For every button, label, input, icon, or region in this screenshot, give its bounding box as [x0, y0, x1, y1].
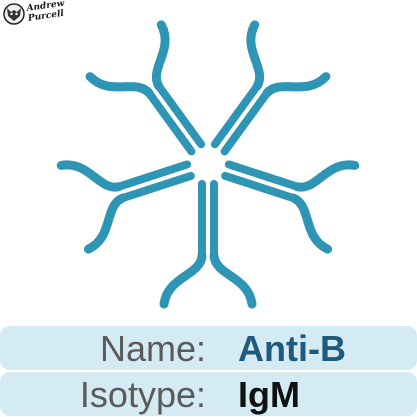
antibody-arm — [152, 20, 170, 91]
heavy-chain-stem — [118, 171, 195, 203]
heavy-chain-stem — [210, 82, 262, 149]
fox-icon — [3, 3, 25, 25]
antibody-monomer — [159, 180, 257, 309]
author-logo: Andrew Purcell — [2, 0, 65, 28]
antibody-arm — [56, 160, 124, 192]
isotype-row: Isotype: IgM — [0, 372, 417, 416]
isotype-value: IgM — [238, 374, 300, 415]
name-row: Name: Anti-B — [0, 326, 417, 370]
antibody-arm — [262, 72, 331, 98]
antibody-arm — [292, 160, 360, 192]
antibody-monomer — [221, 160, 360, 254]
antibody-arm — [159, 251, 207, 309]
heavy-chain-stem — [154, 82, 206, 149]
isotype-label: Isotype: — [79, 374, 206, 415]
name-value: Anti-B — [238, 328, 346, 369]
name-label: Name: — [99, 328, 206, 369]
antibody-arm — [209, 251, 257, 309]
heavy-chain-stem — [224, 160, 302, 191]
heavy-chain-stem — [114, 160, 192, 191]
heavy-chain-stem — [145, 89, 196, 156]
antibody-monomer — [210, 20, 331, 156]
antibody-monomer — [85, 20, 206, 156]
antibody-arm — [246, 20, 264, 91]
antibody-arm — [83, 193, 127, 254]
antibody-arm — [289, 193, 333, 254]
antibody-monomer — [56, 160, 195, 254]
heavy-chain-stem — [221, 171, 298, 203]
antibody-arm — [85, 72, 154, 98]
heavy-chain-stem — [220, 89, 271, 156]
